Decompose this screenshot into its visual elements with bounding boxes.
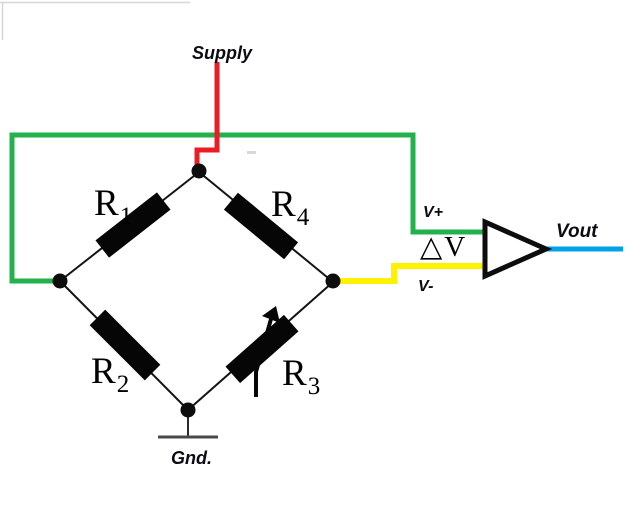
negative-sense-wire <box>333 263 485 284</box>
r2-subscript: 2 <box>116 371 130 398</box>
r2-base: R <box>91 351 116 392</box>
resistor-label-r2: R2 <box>91 351 129 397</box>
r3-wiper-arrow <box>254 306 280 397</box>
positive-sense-wire <box>9 132 485 284</box>
resistor-r1-body <box>95 192 171 258</box>
r3-arrow-shaft <box>254 318 273 397</box>
resistor-r4-body <box>223 192 299 260</box>
supply-label: Supply <box>192 43 253 63</box>
delta-v-label: △V <box>420 231 468 263</box>
vout-label: Vout <box>556 221 598 242</box>
r3-subscript: 3 <box>307 373 321 400</box>
v-plus-label: V+ <box>423 204 444 221</box>
resistor-r2-body <box>89 309 161 381</box>
bridge-node-bottom <box>180 402 196 418</box>
r1-base: R <box>94 183 119 224</box>
r4-base: R <box>271 184 296 225</box>
r4-subscript: 4 <box>296 204 310 231</box>
bridge-node-right <box>325 273 341 289</box>
bridge-node-top <box>191 163 207 179</box>
resistor-label-r1: R1 <box>94 183 132 229</box>
r3-base: R <box>282 353 307 394</box>
resistor-label-r4: R4 <box>271 184 309 230</box>
v-minus-label: V- <box>418 278 434 295</box>
opamp-triangle <box>482 218 553 280</box>
r3-arrow-head <box>262 306 280 323</box>
ground-symbol <box>158 414 218 439</box>
supply-wire <box>194 62 220 169</box>
bridge-node-left <box>52 273 68 289</box>
smudge-artifact <box>247 151 256 154</box>
resistor-label-r3: R3 <box>282 353 320 399</box>
r1-subscript: 1 <box>119 203 133 230</box>
ground-label: Gnd. <box>171 448 212 468</box>
